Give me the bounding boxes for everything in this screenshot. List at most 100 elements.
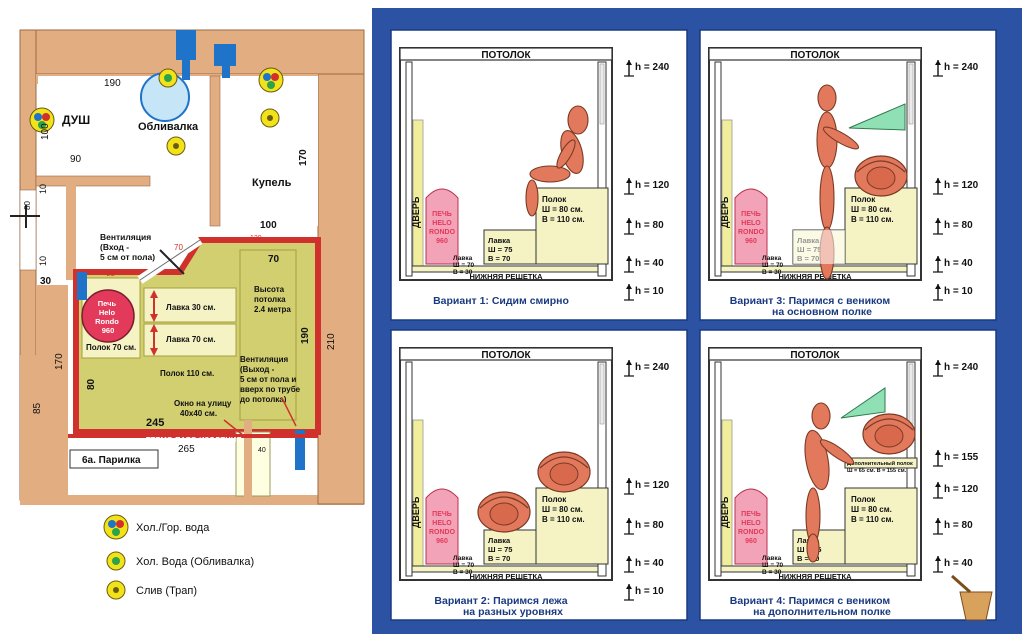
dim-190-right: 190: [300, 327, 311, 344]
legend: Хол./Гор. вода Хол. Вода (Обливалка) Сли…: [103, 514, 254, 600]
vent-out-label: Вентиляция (Выход - 5 см от пола и вверх…: [240, 355, 302, 404]
ceiling-label: ПОТОЛОК: [790, 350, 840, 361]
legend-drain: Слив (Трап): [136, 585, 197, 597]
grate-label: НИЖНЯЯ РЕШЕТКА: [470, 272, 544, 281]
height-mark: h = 10: [944, 286, 973, 297]
dim-265: 265: [178, 444, 195, 455]
bucket-icon: [959, 591, 993, 621]
door-label: ДВЕРЬ: [720, 196, 730, 228]
bucket-fixture-icon: [140, 68, 190, 122]
height-mark: h = 80: [944, 520, 973, 531]
height-mark: h = 80: [635, 220, 664, 231]
hot-cold-water-icon: [103, 514, 129, 540]
legend-cold-water: Хол. Вода (Обливалка): [136, 556, 254, 568]
bench-low-label: Полок 70 см.: [86, 343, 136, 352]
ceiling-label: ПОТОЛОК: [790, 50, 840, 61]
bench-70-label: Лавка 70 см.: [166, 335, 216, 344]
door-label: ДВЕРЬ: [720, 496, 730, 528]
ceiling-label: ПОТОЛОК: [481, 350, 531, 361]
dim-100: 100: [40, 123, 51, 140]
dim-85-vent: 85: [106, 269, 115, 278]
insulation-label: ТЕРМО-ПАРО-ИЗОЛЯЦИЯ: [146, 435, 242, 444]
dim-40-window: 40: [258, 447, 266, 454]
dim-10-top: 10: [38, 184, 48, 194]
stove-plan-label: Печь Helo Rondo 960: [95, 299, 121, 335]
dim-245: 245: [146, 417, 164, 429]
room-name: 6а. Парилка: [82, 455, 141, 466]
dim-85: 85: [32, 402, 43, 414]
height-mark: h = 120: [944, 484, 979, 495]
window-label: Окно на улицу 40x40 см.: [174, 399, 234, 418]
font-drain-fixture-icon: [260, 108, 280, 128]
dim-120: 120: [250, 235, 262, 242]
legend-hot-cold-water: Хол./Гор. вода: [136, 522, 210, 534]
height-mark: h = 240: [635, 362, 670, 373]
height-mark: h = 10: [635, 586, 664, 597]
height-mark: h = 10: [635, 286, 664, 297]
height-mark: h = 40: [944, 258, 973, 269]
font-label: Купель: [252, 177, 292, 189]
dim-10-bottom: 10: [38, 256, 48, 266]
dim-210: 210: [326, 333, 337, 350]
variant-caption: Вариант 1: Сидим смирно: [433, 295, 569, 307]
height-mark: h = 40: [635, 258, 664, 269]
dim-30: 30: [40, 276, 52, 287]
dim-70-vent: 70: [174, 243, 183, 252]
dim-80-door: 80: [23, 201, 32, 210]
floor-plan: ДУШ Обливалка Купель 190 100 90 10 80 10…: [10, 29, 365, 600]
ceiling-height-label: Высота потолка 2.4 метра: [254, 285, 291, 314]
dim-80-bench: 80: [86, 378, 97, 390]
height-mark: h = 40: [635, 558, 664, 569]
height-mark: h = 240: [635, 62, 670, 73]
height-mark: h = 240: [944, 362, 979, 373]
dim-170-left: 170: [54, 353, 65, 370]
shower-fixture-icon: [29, 107, 55, 133]
height-mark: h = 40: [944, 558, 973, 569]
height-mark: h = 155: [944, 452, 979, 463]
dim-90: 90: [70, 154, 82, 165]
dim-190: 190: [104, 78, 121, 89]
dim-170-font: 170: [298, 149, 309, 166]
bench-110-label: Полок 110 см.: [160, 369, 214, 378]
grate-label: НИЖНЯЯ РЕШЕТКА: [779, 572, 853, 581]
door-label: ДВЕРЬ: [411, 196, 421, 228]
dim-100-font: 100: [260, 220, 277, 231]
ceiling-label: ПОТОЛОК: [481, 50, 531, 61]
height-mark: h = 240: [944, 62, 979, 73]
height-mark: h = 120: [635, 480, 670, 491]
height-mark: h = 120: [635, 180, 670, 191]
drain-icon: [106, 580, 126, 600]
grate-label: НИЖНЯЯ РЕШЕТКА: [779, 272, 853, 281]
dim-70-top: 70: [268, 254, 280, 265]
font-water-fixture-icon: [258, 67, 284, 93]
door-label: ДВЕРЬ: [411, 496, 421, 528]
shower-label: ДУШ: [62, 113, 90, 127]
bench-30-label: Лавка 30 см.: [166, 303, 216, 312]
height-mark: h = 120: [944, 180, 979, 191]
grate-label: НИЖНЯЯ РЕШЕТКА: [470, 572, 544, 581]
